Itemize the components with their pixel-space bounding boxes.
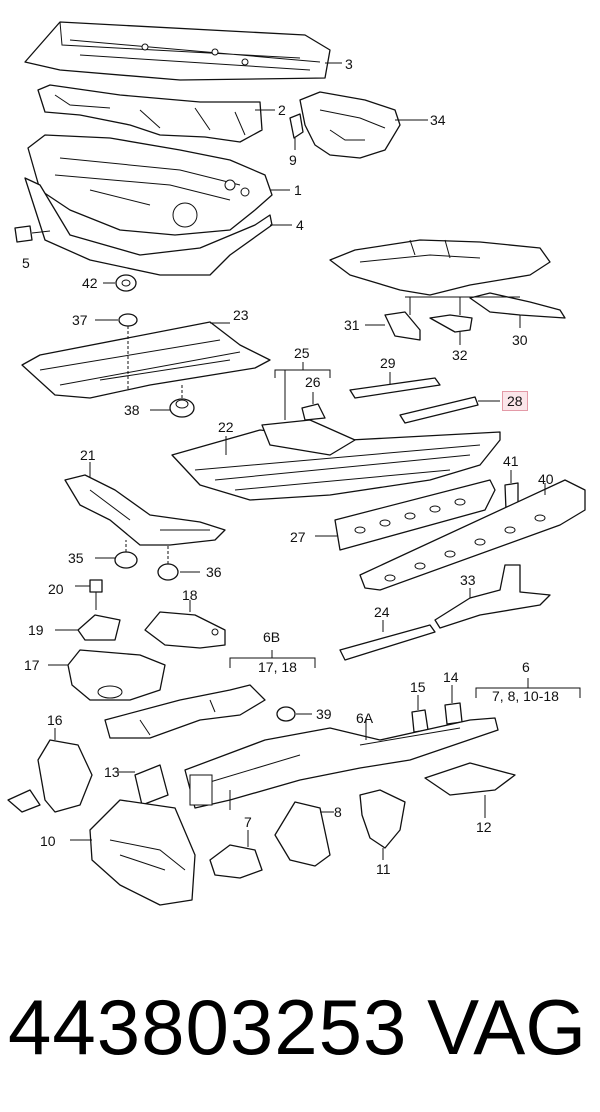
part-number: 443803253	[8, 983, 408, 1071]
callout-2: 2	[278, 102, 286, 118]
callout-21: 21	[80, 447, 96, 463]
callout-27: 27	[290, 529, 306, 545]
callout-42: 42	[82, 275, 98, 291]
callout-30: 30	[512, 332, 528, 348]
callout-29: 29	[380, 355, 396, 371]
callout-10: 10	[40, 833, 56, 849]
callout-11: 11	[376, 861, 391, 877]
callout-6B: 6B	[263, 629, 281, 645]
callout-34: 34	[430, 112, 446, 128]
callout-8: 8	[334, 804, 342, 820]
callout-17: 17	[24, 657, 40, 673]
callout-25: 25	[294, 345, 310, 361]
brand-name: VAG	[427, 983, 586, 1071]
callout-39: 39	[316, 706, 332, 722]
parts-drawing	[7, 21, 586, 906]
callout-26: 26	[305, 374, 321, 390]
callout-16: 16	[47, 712, 63, 728]
callout-24: 24	[374, 604, 390, 620]
callout-6: 6	[522, 659, 530, 675]
callout-14: 14	[443, 669, 459, 685]
callout-9: 9	[289, 152, 297, 168]
callout-36: 36	[206, 564, 222, 580]
callout-12: 12	[476, 819, 492, 835]
callout-33: 33	[460, 572, 476, 588]
callout-18: 18	[182, 587, 198, 603]
callout-23: 23	[233, 307, 249, 323]
footer: 443803253 VAG	[0, 980, 600, 1100]
callout-6A: 6A	[356, 710, 374, 726]
callout-35: 35	[68, 550, 84, 566]
callout-13: 13	[104, 764, 120, 780]
callout-3: 3	[345, 56, 353, 72]
callout-40: 40	[538, 471, 554, 487]
exploded-parts-diagram: 3 2 34 9 1 4 5 42 31 32 30 37 23 25 26 2…	[7, 21, 586, 906]
callout-37: 37	[72, 312, 88, 328]
callout-1: 1	[294, 182, 302, 198]
callout-22: 22	[218, 419, 234, 435]
callout-31: 31	[344, 317, 360, 333]
callout-4: 4	[296, 217, 304, 233]
callout-38: 38	[124, 402, 140, 418]
callout-5: 5	[22, 255, 30, 271]
callout-20: 20	[48, 581, 64, 597]
callout-7: 7	[244, 814, 252, 830]
callout-6B-includes: 17, 18	[258, 659, 297, 675]
callout-32: 32	[452, 347, 468, 363]
callout-15: 15	[410, 679, 426, 695]
callout-41: 41	[503, 453, 519, 469]
callout-28-highlighted: 28	[502, 391, 528, 411]
callout-6-includes: 7, 8, 10-18	[492, 688, 559, 704]
callout-19: 19	[28, 622, 44, 638]
